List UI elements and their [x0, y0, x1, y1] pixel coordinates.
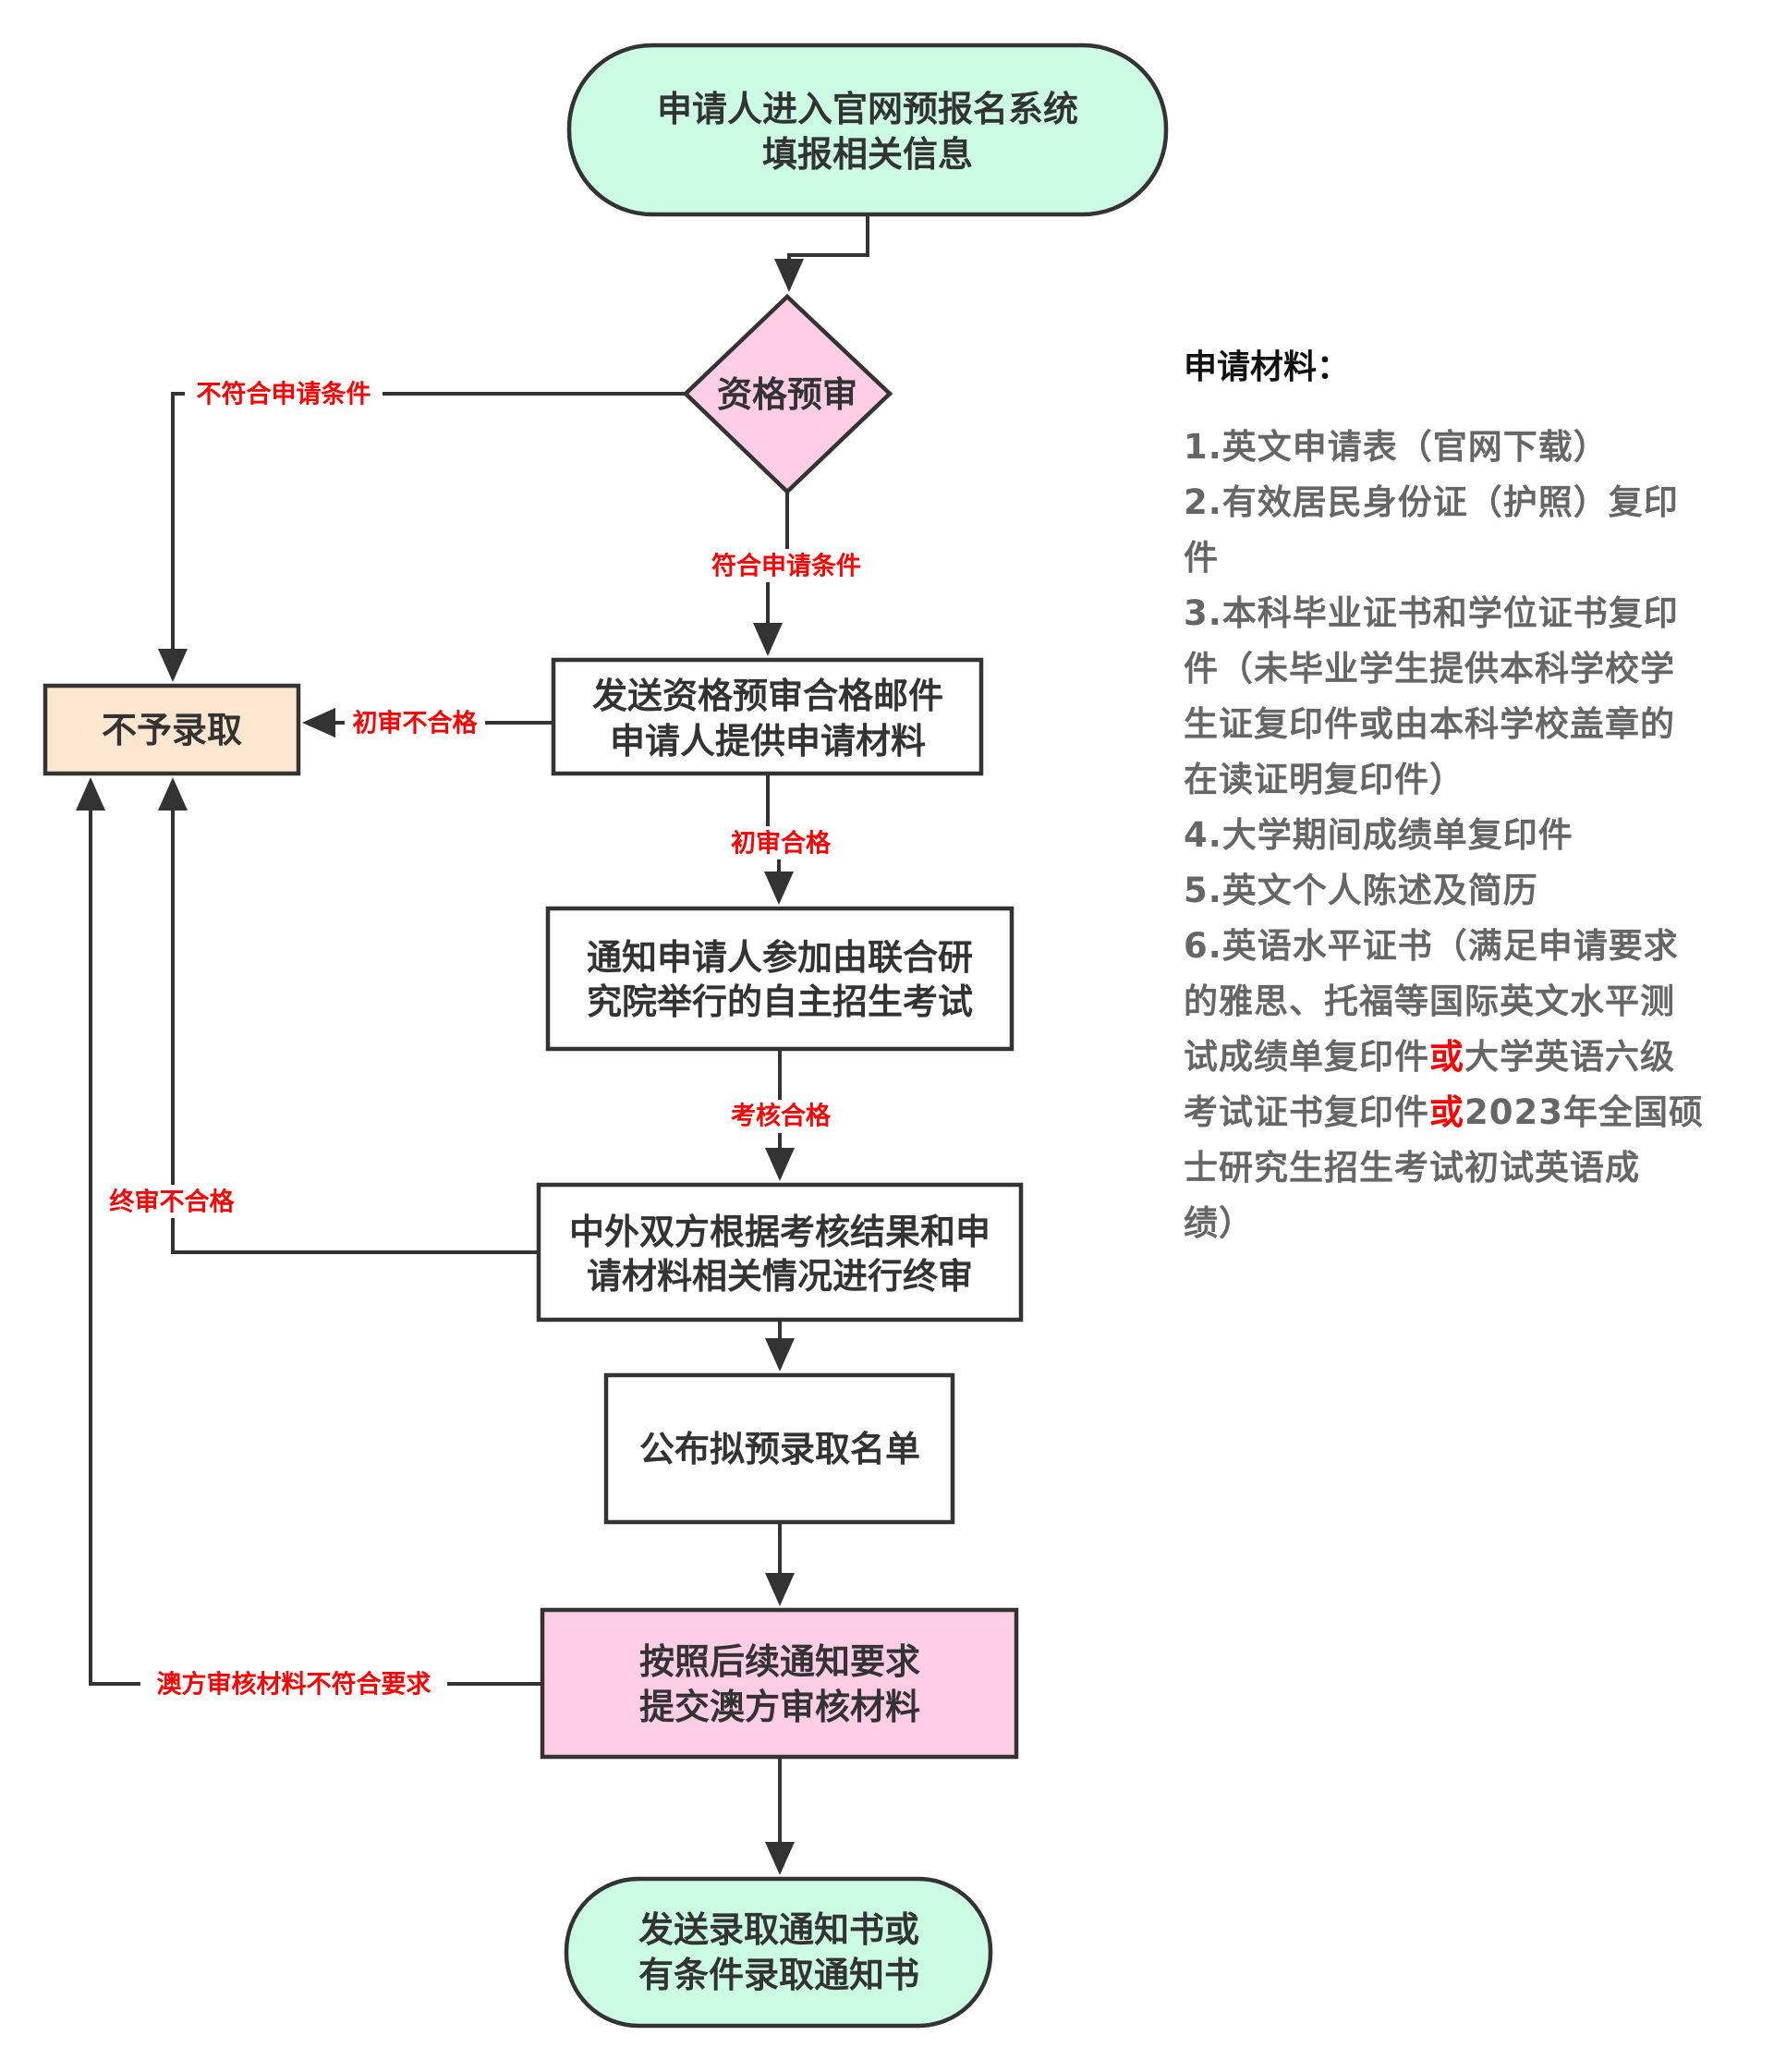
materials-text: 件（未毕业学生提供本科学校学 [1184, 649, 1675, 689]
materials-text: 1.英文申请表（官网下载） [1184, 427, 1609, 467]
edge-decision-to-reject [158, 392, 686, 682]
end-terminal: 发送录取通知书或 有条件录取通知书 [564, 1876, 993, 2029]
highlight-or: 或 [1429, 1092, 1464, 1132]
materials-line: 1.英文申请表（官网下载） [1184, 420, 1756, 475]
start-line-1: 申请人进入官网预报名系统 [657, 89, 1078, 129]
materials-line: 2.有效居民身份证（护照）复印 [1184, 475, 1756, 530]
exam-line-1: 通知申请人参加由联合研 [587, 937, 973, 978]
materials-text: 绩） [1184, 1203, 1254, 1243]
final-review-line-2: 请材料相关情况进行终审 [587, 1256, 973, 1297]
materials-text: 生证复印件或由本科学校盖章的 [1184, 704, 1675, 744]
materials-line: 件（未毕业学生提供本科学校学 [1184, 641, 1756, 697]
materials-text: 试成绩单复印件 [1184, 1037, 1429, 1077]
submit-au-line-1: 按照后续通知要求 [639, 1641, 920, 1682]
materials-line: 5.英文个人陈述及简历 [1184, 863, 1756, 919]
final-review-box: 中外双方根据考核结果和申 请材料相关情况进行终审 [536, 1182, 1024, 1322]
reject-label: 不予录取 [102, 710, 242, 750]
materials-text: 5.英文个人陈述及简历 [1184, 871, 1538, 910]
edge-labels: 不符合申请条件 符合申请条件 初审不合格 初审合格 考核合格 终审不合格 澳方审… [102, 377, 869, 1700]
publish-box: 公布拟预录取名单 [603, 1372, 955, 1525]
eligibility-decision: 资格预审 [682, 293, 893, 495]
send-email-line-2: 申请人提供申请材料 [610, 721, 926, 762]
application-materials-panel: 申请材料： 1.英文申请表（官网下载） 2.有效居民身份证（护照）复印件 3.本科毕… [1184, 344, 1756, 1251]
reject-box: 不予录取 [43, 683, 301, 776]
materials-heading: 申请材料： [1184, 348, 1351, 386]
materials-text: 2.有效居民身份证（护照）复印 [1184, 482, 1679, 522]
materials-text: 3.本科毕业证书和学位证书复印 [1184, 593, 1679, 633]
materials-line: 士研究生招生考试初试英语成 [1184, 1140, 1756, 1196]
materials-line: 6.英语水平证书（满足申请要求 [1184, 919, 1756, 974]
materials-line: 4.大学期间成绩单复印件 [1184, 808, 1756, 863]
materials-line: 件 [1184, 530, 1756, 586]
materials-text: 的雅思、托福等国际英文水平测 [1184, 981, 1675, 1021]
materials-text: 件 [1184, 538, 1219, 578]
edge-start-to-decision [774, 214, 869, 292]
exam-line-2: 究院举行的自主招生考试 [587, 981, 973, 1022]
materials-text: 大学英语六级 [1464, 1037, 1675, 1077]
final-review-line-1: 中外双方根据考核结果和申 [569, 1212, 990, 1252]
materials-text: 士研究生招生考试初试英语成 [1184, 1148, 1640, 1188]
label-au-fail: 澳方审核材料不符合要求 [157, 1670, 431, 1700]
end-line-1: 发送录取通知书或 [638, 1909, 919, 1950]
materials-line: 试成绩单复印件或大学英语六级 [1184, 1030, 1756, 1085]
highlight-or: 或 [1429, 1037, 1464, 1077]
materials-list: 1.英文申请表（官网下载） 2.有效居民身份证（护照）复印件 3.本科毕业证书和学位… [1184, 420, 1756, 1251]
materials-text: 考试证书复印件 [1184, 1092, 1429, 1132]
materials-line: 考试证书复印件或2023年全国硕 [1184, 1085, 1756, 1140]
start-terminal: 申请人进入官网预报名系统 填报相关信息 [566, 43, 1169, 217]
materials-line: 的雅思、托福等国际英文水平测 [1184, 974, 1756, 1030]
label-eligible: 符合申请条件 [711, 552, 861, 581]
label-final-fail: 终审不合格 [110, 1188, 236, 1217]
label-initial-pass: 初审合格 [731, 829, 832, 859]
end-line-2: 有条件录取通知书 [638, 1955, 919, 1995]
send-email-line-1: 发送资格预审合格邮件 [592, 676, 943, 716]
start-line-2: 填报相关信息 [762, 134, 973, 175]
materials-text: 6.英语水平证书（满足申请要求 [1184, 926, 1679, 966]
materials-text: 4.大学期间成绩单复印件 [1184, 815, 1574, 855]
label-exam-pass: 考核合格 [731, 1102, 832, 1131]
edge-submit-au-to-reject [76, 777, 542, 1686]
exam-box: 通知申请人参加由联合研 究院举行的自主招生考试 [545, 906, 1015, 1052]
materials-line: 在读证明复印件） [1184, 752, 1756, 808]
materials-line: 生证复印件或由本科学校盖章的 [1184, 697, 1756, 752]
decision-label: 资格预审 [717, 374, 857, 415]
label-not-eligible: 不符合申请条件 [197, 380, 371, 409]
materials-line: 绩） [1184, 1196, 1756, 1251]
materials-line: 3.本科毕业证书和学位证书复印 [1184, 586, 1756, 641]
publish-label: 公布拟预录取名单 [639, 1429, 920, 1469]
submit-au-line-2: 提交澳方审核材料 [639, 1687, 920, 1727]
label-initial-fail: 初审不合格 [353, 709, 479, 738]
materials-text: 2023年全国硕 [1464, 1092, 1704, 1132]
edge-final-review-to-reject [158, 777, 539, 1254]
send-email-box: 发送资格预审合格邮件 申请人提供申请材料 [551, 657, 984, 776]
materials-text: 在读证明复印件） [1184, 760, 1464, 799]
submit-au-box: 按照后续通知要求 提交澳方审核材料 [540, 1607, 1019, 1760]
